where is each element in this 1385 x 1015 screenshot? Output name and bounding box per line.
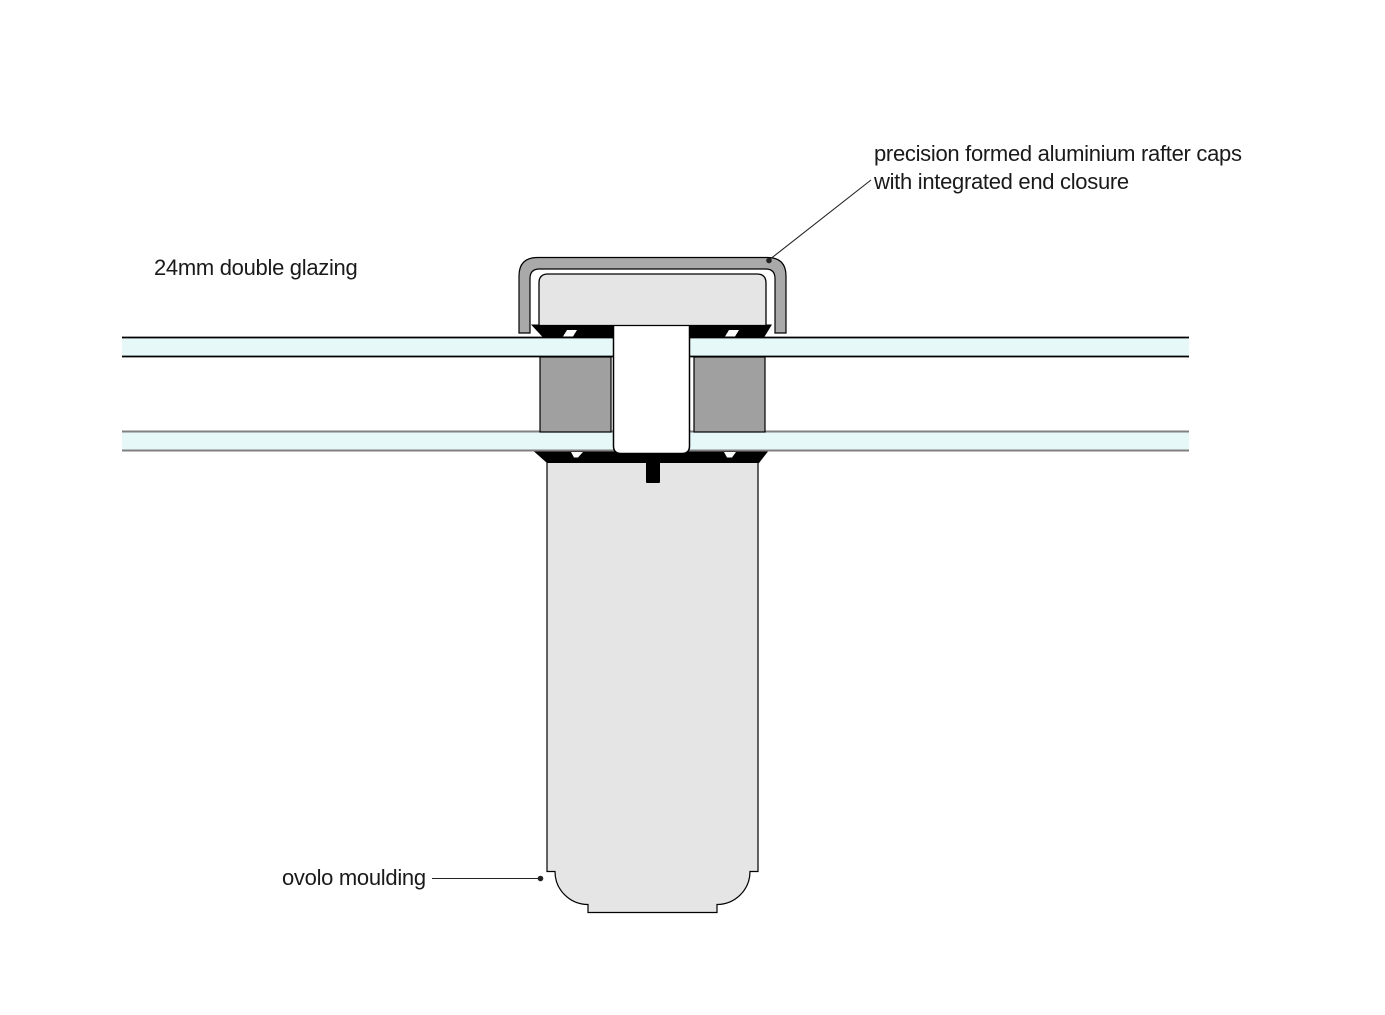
glazing-gasket-bottom (534, 451, 768, 463)
gasket-notch-bottom-right (724, 452, 736, 458)
timber-rafter-ovolo-profile (546, 460, 759, 914)
glass-pane-bottom-left (122, 431, 614, 451)
glass-pane-top-right (689, 337, 1189, 357)
glass-pane-bottom-borders (122, 430, 1189, 452)
gasket-notch-top-right (725, 330, 739, 337)
rafter-cap-annotation: precision formed aluminium rafter caps w… (874, 140, 1242, 196)
glazing-spacer-left (539, 356, 612, 433)
fixing-bolt-stem (646, 460, 660, 483)
leader-dot-rafter-cap (766, 257, 772, 264)
glass-pane-top-left (122, 337, 614, 357)
ovolo-moulding-annotation: ovolo moulding (282, 865, 426, 890)
glazing-spacer-right (693, 356, 766, 433)
rafter-cap-annotation-line1: precision formed aluminium rafter caps (874, 141, 1242, 166)
glass-pane-bottom-right (689, 431, 1189, 451)
rafter-cap-band (518, 256, 787, 334)
gasket-notch-bottom-left (571, 452, 583, 458)
leader-dot-ovolo (537, 875, 544, 882)
gasket-notch-top-left (563, 330, 577, 337)
rafter-cap-core (538, 273, 767, 327)
rafter-tongue-channel (612, 323, 691, 455)
double-glazing-annotation: 24mm double glazing (154, 255, 358, 280)
leader-line-rafter-cap (768, 179, 872, 261)
glass-pane-top-borders (122, 336, 1189, 358)
rafter-cap-annotation-line2: with integrated end closure (874, 169, 1129, 194)
